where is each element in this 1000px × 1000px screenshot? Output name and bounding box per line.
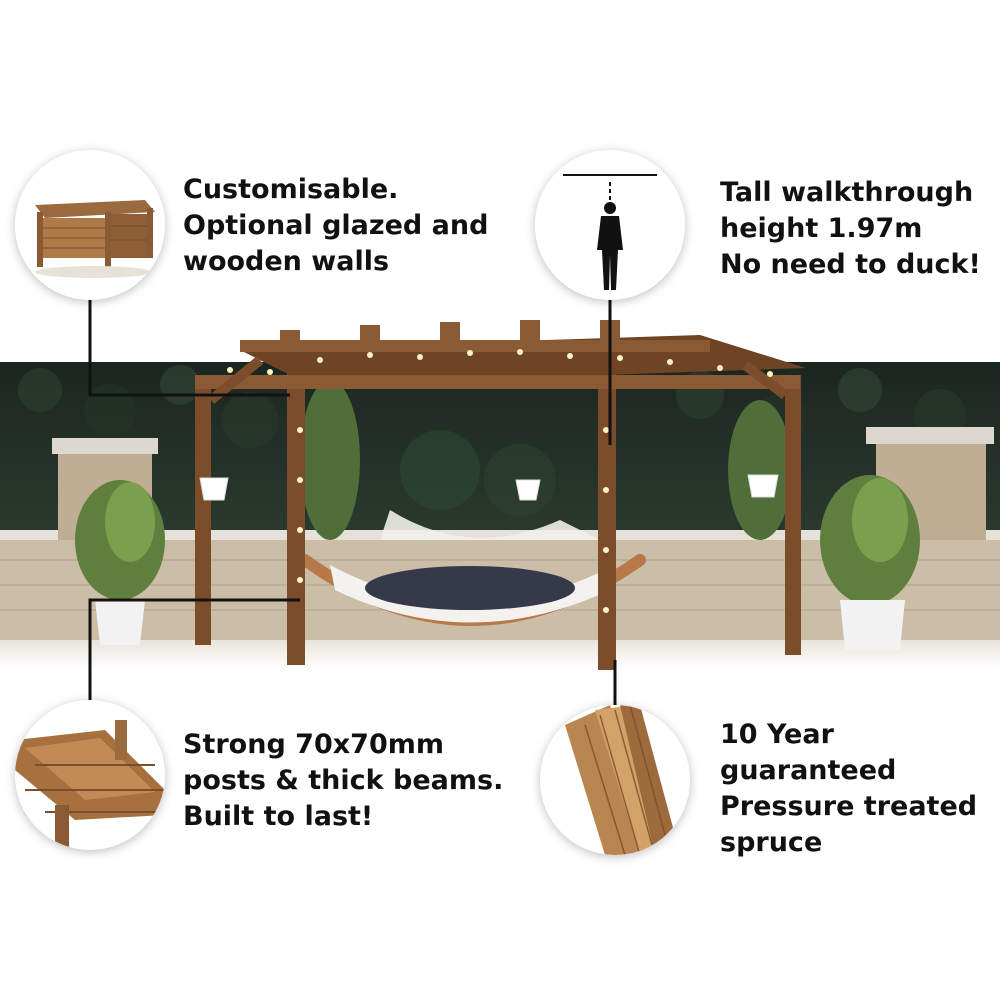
pergola-walls-icon bbox=[15, 150, 165, 300]
string-lights bbox=[227, 349, 773, 613]
feature-customisable-line-1: Customisable. bbox=[183, 174, 399, 205]
patio-floor bbox=[0, 640, 1000, 670]
hanging-planters bbox=[199, 474, 779, 501]
feature-height-line-2: height 1.97m bbox=[720, 213, 923, 244]
feature-customisable-text: Customisable. Optional glazed and wooden… bbox=[183, 172, 488, 280]
plant-tall-center bbox=[300, 380, 792, 540]
feature-height-line-1: Tall walkthrough bbox=[720, 177, 974, 208]
pergola bbox=[195, 320, 806, 670]
feature-posts-line-2: posts & thick beams. bbox=[183, 765, 504, 796]
feature-height-line-3: No need to duck! bbox=[720, 249, 981, 280]
pillar-right-cap bbox=[866, 427, 994, 444]
feature-posts-line-1: Strong 70x70mm bbox=[183, 729, 444, 760]
pillar-left-cap bbox=[52, 438, 158, 454]
feature-height-text: Tall walkthrough height 1.97m No need to… bbox=[720, 175, 981, 283]
leader-lines bbox=[88, 300, 617, 705]
feature-wood-text: 10 Year guaranteed Pressure treated spru… bbox=[720, 717, 977, 861]
beam-closeup-icon bbox=[15, 700, 165, 850]
feature-posts-line-3: Built to last! bbox=[183, 801, 374, 832]
wood-grain-icon bbox=[540, 705, 690, 855]
feature-wood-line-2: guaranteed bbox=[720, 755, 897, 786]
feature-wood-line-4: spruce bbox=[720, 827, 823, 858]
hammock bbox=[299, 510, 646, 626]
plant-right bbox=[820, 475, 920, 650]
feature-customisable-line-3: wooden walls bbox=[183, 246, 390, 277]
feature-wood-line-3: Pressure treated bbox=[720, 791, 978, 822]
plant-left bbox=[75, 480, 165, 645]
feature-wood-line-1: 10 Year bbox=[720, 719, 834, 750]
feature-posts-text: Strong 70x70mm posts & thick beams. Buil… bbox=[183, 727, 503, 835]
wall-coping bbox=[0, 530, 1000, 540]
person-height-icon bbox=[535, 150, 685, 300]
feature-customisable-line-2: Optional glazed and bbox=[183, 210, 489, 241]
